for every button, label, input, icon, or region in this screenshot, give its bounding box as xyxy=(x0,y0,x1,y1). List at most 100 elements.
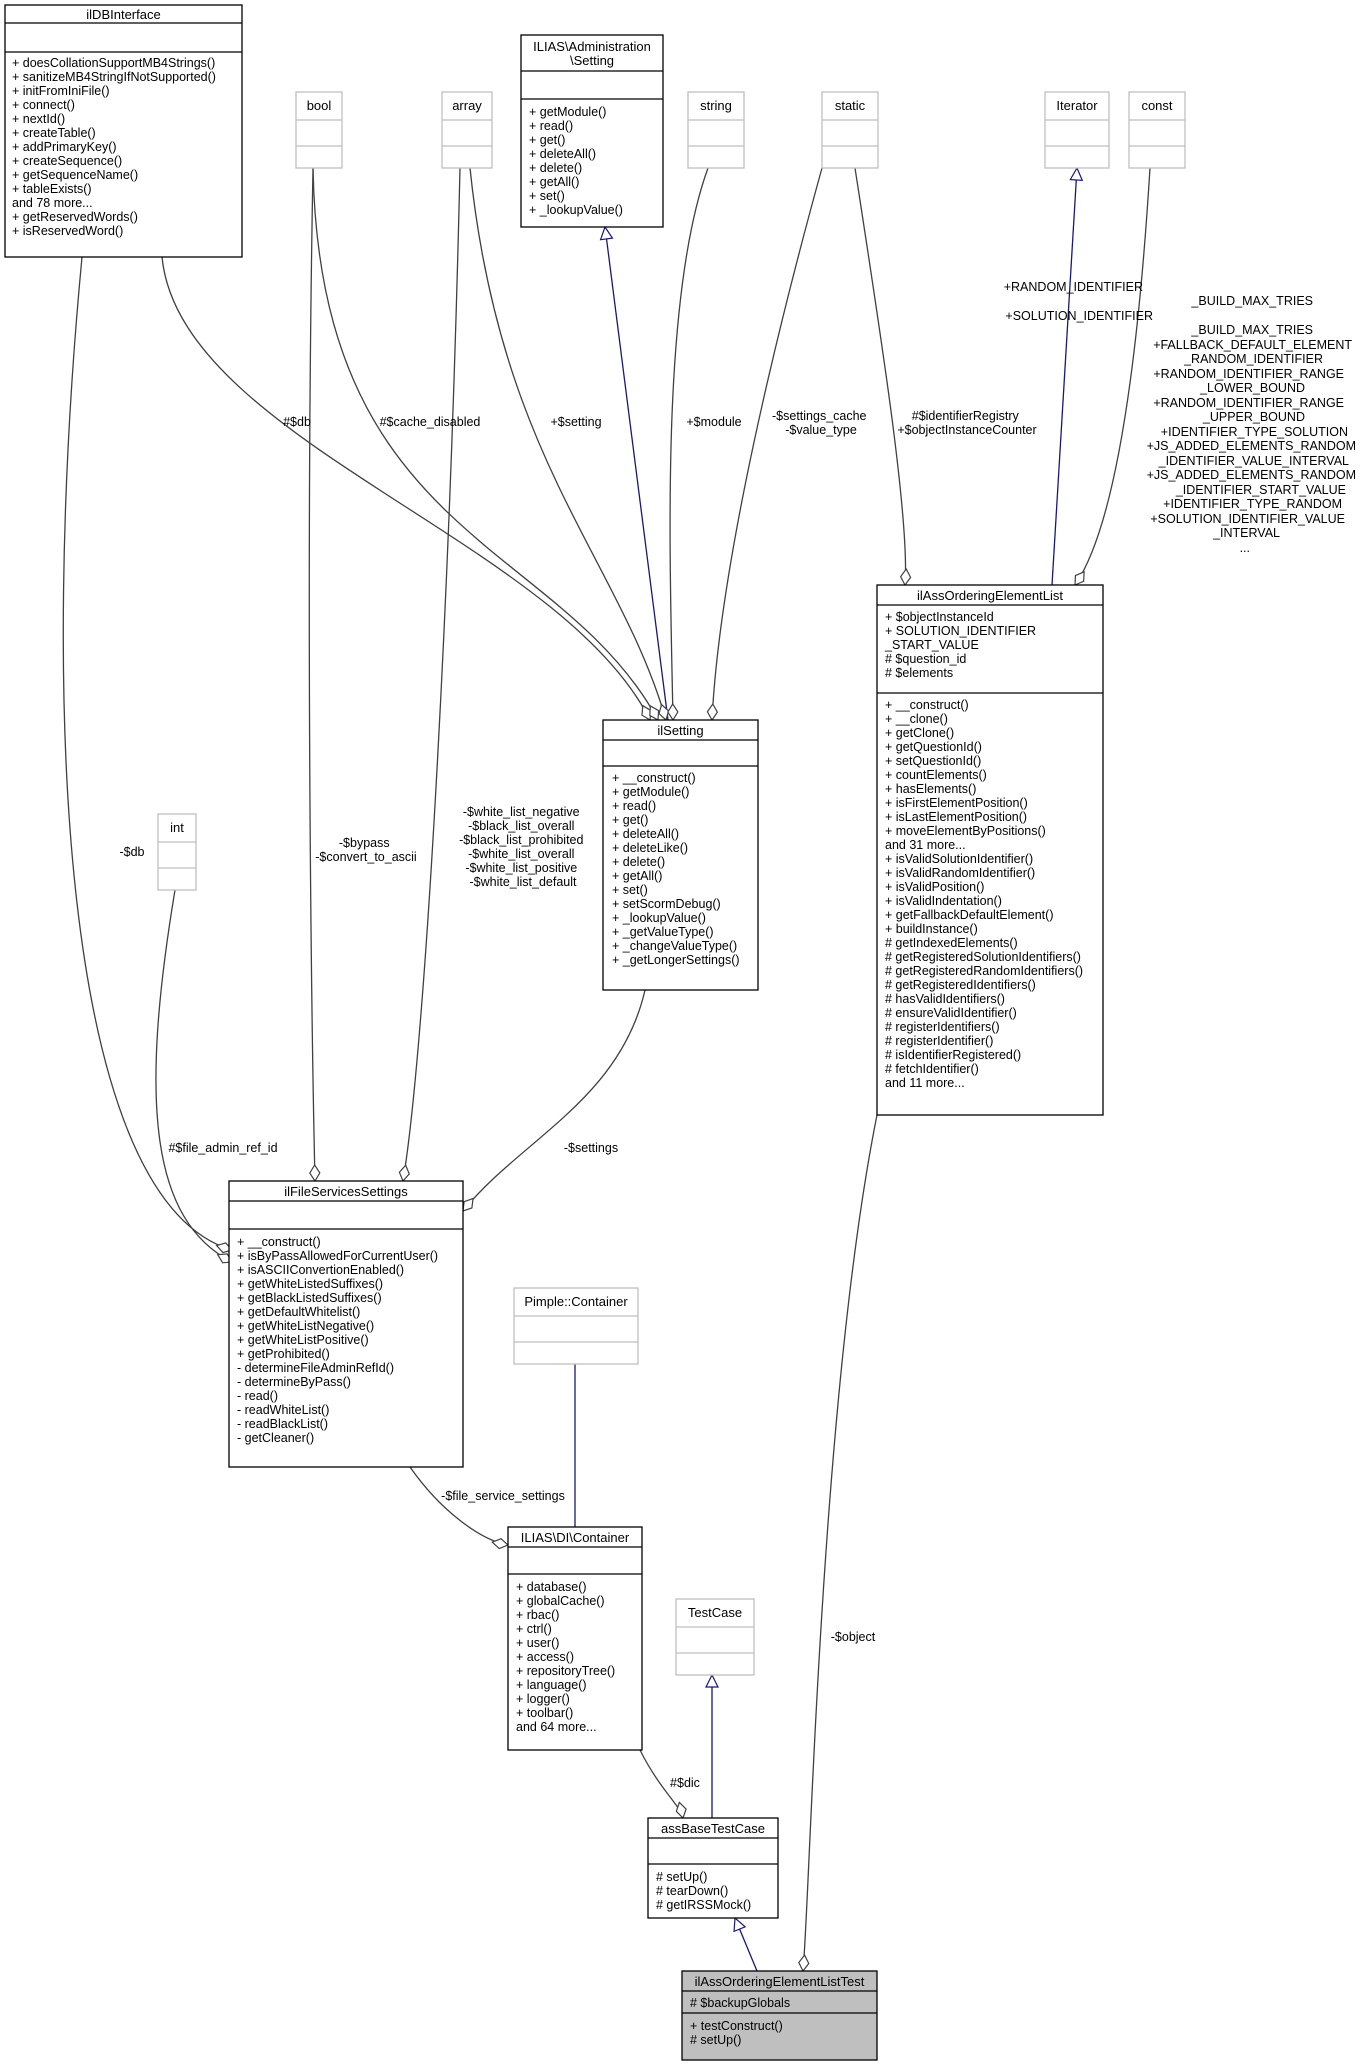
svg-text:+ __construct(): + __construct() xyxy=(237,1235,321,1249)
svg-text:+RANDOM_IDENTIFIER: +RANDOM_IDENTIFIER xyxy=(1004,280,1143,294)
method-list: + __construct() + isByPassAllowedForCurr… xyxy=(237,1235,438,1445)
class-bool[interactable]: bool xyxy=(295,91,343,169)
class-ildbinterface[interactable]: ilDBInterface + doesCollationSupportMB4S… xyxy=(4,4,243,258)
svg-text:+ logger(): + logger() xyxy=(516,1692,570,1706)
svg-text:+ isValidSolutionIdentifier(): + isValidSolutionIdentifier() xyxy=(885,852,1033,866)
edge-listtest-inherits-basetest xyxy=(735,1918,758,1972)
svg-text:+ hasElements(): + hasElements() xyxy=(885,782,976,796)
svg-text:# hasValidIdentifiers(): # hasValidIdentifiers() xyxy=(885,992,1005,1006)
class-static[interactable]: static xyxy=(821,91,879,169)
svg-text:+ getModule(): + getModule() xyxy=(612,785,689,799)
svg-text:# getRegisteredIdentifiers(): # getRegisteredIdentifiers() xyxy=(885,978,1036,992)
svg-text:+ getWhiteListPositive(): + getWhiteListPositive() xyxy=(237,1333,369,1347)
svg-text:# getIRSSMock(): # getIRSSMock() xyxy=(656,1898,751,1912)
svg-text:- readWhiteList(): - readWhiteList() xyxy=(237,1403,329,1417)
class-const[interactable]: const xyxy=(1128,91,1186,169)
svg-text:and 31 more...: and 31 more... xyxy=(885,838,966,852)
svg-text:+ delete(): + delete() xyxy=(529,161,582,175)
svg-text:+ getBlackListedSuffixes(): + getBlackListedSuffixes() xyxy=(237,1291,382,1305)
class-iterator[interactable]: Iterator xyxy=(1044,91,1110,169)
svg-text:+ user(): + user() xyxy=(516,1636,559,1650)
edge-array-to-fileservices xyxy=(403,167,461,1181)
edge-label-dic: #$dic xyxy=(670,1776,700,1790)
svg-text:+SOLUTION_IDENTIFIER: +SOLUTION_IDENTIFIER xyxy=(1005,309,1153,323)
svg-text:# $question_id: # $question_id xyxy=(885,652,966,666)
edge-db-to-fileservices xyxy=(62,256,232,1250)
svg-text:# getRegisteredRandomIdentifie: # getRegisteredRandomIdentifiers() xyxy=(885,964,1083,978)
svg-text:# isIdentifierRegistered(): # isIdentifierRegistered() xyxy=(885,1048,1021,1062)
edge-bool-to-setting xyxy=(312,167,658,720)
svg-text:...: ... xyxy=(1240,541,1250,555)
class-title-line-2: \Setting xyxy=(570,53,614,68)
svg-text:+ createTable(): + createTable() xyxy=(12,126,96,140)
method-list: # setUp() # tearDown() # getIRSSMock() xyxy=(656,1870,751,1912)
class-pimple-container[interactable]: Pimple::Container xyxy=(513,1287,639,1365)
svg-text:+ isFirstElementPosition(): + isFirstElementPosition() xyxy=(885,796,1028,810)
class-title: bool xyxy=(307,98,332,113)
svg-text:+ testConstruct(): + testConstruct() xyxy=(690,2019,783,2033)
svg-text:_IDENTIFIER_START_VALUE: _IDENTIFIER_START_VALUE xyxy=(1175,483,1346,497)
svg-text:+IDENTIFIER_TYPE_SOLUTION: +IDENTIFIER_TYPE_SOLUTION xyxy=(1161,425,1348,439)
svg-text:+ isValidRandomIdentifier(): + isValidRandomIdentifier() xyxy=(885,866,1035,880)
svg-text:+ isReservedWord(): + isReservedWord() xyxy=(12,224,123,238)
svg-text:+RANDOM_IDENTIFIER_RANGE: +RANDOM_IDENTIFIER_RANGE xyxy=(1153,396,1344,410)
svg-text:+ addPrimaryKey(): + addPrimaryKey() xyxy=(12,140,117,154)
class-string[interactable]: string xyxy=(687,91,745,169)
svg-text:_BUILD_MAX_TRIES: _BUILD_MAX_TRIES xyxy=(1190,294,1313,308)
svg-text:and 78 more...: and 78 more... xyxy=(12,196,93,210)
svg-text:+ getModule(): + getModule() xyxy=(529,105,606,119)
svg-text:+ moveElementByPositions(): + moveElementByPositions() xyxy=(885,824,1046,838)
class-title: ilAssOrderingElementList xyxy=(917,588,1063,603)
edge-label-object: -$object xyxy=(831,1630,876,1644)
class-title: array xyxy=(452,98,482,113)
svg-text:+ setQuestionId(): + setQuestionId() xyxy=(885,754,981,768)
edge-array-to-setting xyxy=(469,167,666,720)
edge-const-to-orderinglist xyxy=(1075,167,1151,585)
svg-text:+ ctrl(): + ctrl() xyxy=(516,1622,552,1636)
svg-text:+ __clone(): + __clone() xyxy=(885,712,948,726)
svg-text:+ toolbar(): + toolbar() xyxy=(516,1706,573,1720)
svg-text:- readBlackList(): - readBlackList() xyxy=(237,1417,328,1431)
svg-text:- determineByPass(): - determineByPass() xyxy=(237,1375,351,1389)
class-ilfileservicessettings[interactable]: ilFileServicesSettings + __construct() +… xyxy=(228,1180,464,1468)
edge-setting-to-fileservices xyxy=(463,989,646,1211)
svg-text:+ initFromIniFile(): + initFromIniFile() xyxy=(12,84,110,98)
svg-text:# fetchIdentifier(): # fetchIdentifier() xyxy=(885,1062,979,1076)
svg-text:+ nextId(): + nextId() xyxy=(12,112,65,126)
class-title: assBaseTestCase xyxy=(661,1821,765,1836)
svg-text:# tearDown(): # tearDown() xyxy=(656,1884,728,1898)
class-testcase[interactable]: TestCase xyxy=(675,1598,755,1676)
class-assbasetestcase[interactable]: assBaseTestCase # setUp() # tearDown() #… xyxy=(647,1817,779,1919)
class-title: ILIAS\Administration xyxy=(533,39,651,54)
svg-text:# getIndexedElements(): # getIndexedElements() xyxy=(885,936,1018,950)
svg-text:+ __construct(): + __construct() xyxy=(885,698,969,712)
method-list: + getModule() + read() + get() + deleteA… xyxy=(529,105,623,217)
svg-text:+ repositoryTree(): + repositoryTree() xyxy=(516,1664,615,1678)
edge-fileservices-to-dic xyxy=(409,1466,508,1545)
svg-text:+FALLBACK_DEFAULT_ELEMENT: +FALLBACK_DEFAULT_ELEMENT xyxy=(1153,338,1352,352)
edge-label-db-fileservices: -$db xyxy=(119,845,144,859)
class-int[interactable]: int xyxy=(157,813,197,891)
class-administration-setting[interactable]: ILIAS\Administration \Setting + getModul… xyxy=(520,34,664,228)
class-ilsetting[interactable]: ilSetting + __construct() + getModule() … xyxy=(602,719,759,991)
svg-text:# $backupGlobals: # $backupGlobals xyxy=(690,1996,790,2010)
class-di-container[interactable]: ILIAS\DI\Container + database() + global… xyxy=(507,1526,643,1751)
svg-text:+ set(): + set() xyxy=(529,189,565,203)
svg-text:+ get(): + get() xyxy=(612,813,648,827)
svg-text:+ tableExists(): + tableExists() xyxy=(12,182,92,196)
edge-dic-to-basetest xyxy=(639,1749,683,1818)
svg-text:+ getAll(): + getAll() xyxy=(529,175,579,189)
edge-db-to-setting xyxy=(161,256,650,720)
svg-text:+ language(): + language() xyxy=(516,1678,587,1692)
class-array[interactable]: array xyxy=(441,91,493,169)
svg-text:+ getQuestionId(): + getQuestionId() xyxy=(885,740,982,754)
class-ilassorderingelementlist[interactable]: ilAssOrderingElementList + $objectInstan… xyxy=(876,584,1104,1116)
svg-text:+ read(): + read() xyxy=(529,119,573,133)
svg-text:+SOLUTION_IDENTIFIER_VALUE: +SOLUTION_IDENTIFIER_VALUE xyxy=(1150,512,1345,526)
edge-orderinglist-to-listtest xyxy=(803,1114,878,1971)
class-ilassorderingelementlisttest[interactable]: ilAssOrderingElementListTest # $backupGl… xyxy=(681,1970,878,2061)
edge-label-bypass: -$bypass -$convert_to_ascii xyxy=(315,836,416,864)
svg-text:+ getAll(): + getAll() xyxy=(612,869,662,883)
svg-text:# registerIdentifiers(): # registerIdentifiers() xyxy=(885,1020,1000,1034)
